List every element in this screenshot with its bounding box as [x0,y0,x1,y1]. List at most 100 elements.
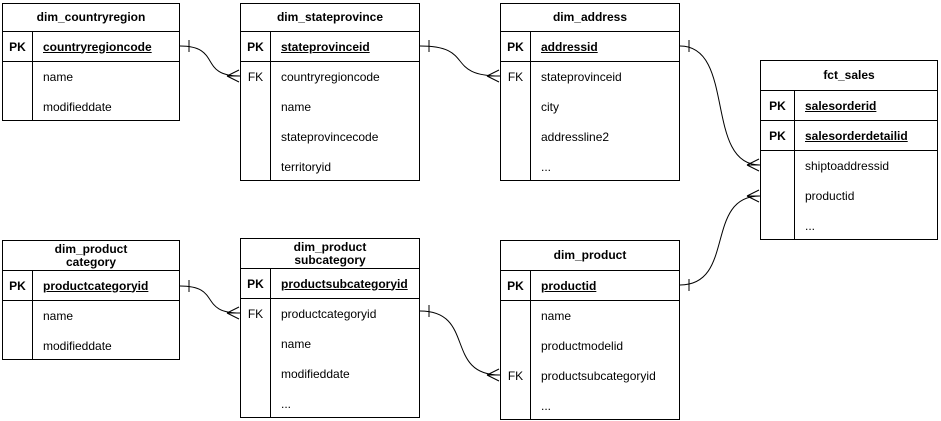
key-label: PK [761,91,795,120]
column-name: productid [541,278,597,293]
attribute-row[interactable]: stateprovincecode [241,122,419,152]
primary-key-row[interactable]: PK addressid [501,32,679,62]
relationship-line [179,45,241,77]
attribute-row[interactable]: FK productcategoryid [241,299,419,329]
column-name: territoryid [281,160,332,174]
attribute-row[interactable]: name [241,329,419,359]
key-label [3,92,33,120]
relationship-dim_stateprovince-dim_address[interactable] [419,40,501,83]
cardinality-many-crowfoot [746,164,760,172]
attribute-row[interactable]: ... [241,389,419,417]
key-label [241,329,271,359]
attribute-row[interactable]: ... [761,211,937,239]
key-label: PK [501,32,531,61]
table-title-line: dim_product [54,241,128,256]
relationship-line [179,285,241,314]
relationship-dim_product_category-dim_product_subcategory[interactable] [179,280,241,320]
table-title-line: dim_product [553,248,627,262]
cardinality-many-crowfoot [746,158,760,166]
attribute-row[interactable]: city [501,92,679,122]
column-name: name [281,100,312,114]
attribute-row[interactable]: name [3,62,179,92]
attribute-row[interactable]: name [241,92,419,122]
key-label: FK [501,361,531,391]
attributes-section: name modifieddate [3,62,179,120]
attribute-row[interactable]: productid [761,181,937,211]
relationship-dim_product_subcategory-dim_product[interactable] [419,305,501,382]
primary-key-row[interactable]: PK salesorderid [761,91,937,121]
cardinality-many-crowfoot [486,368,500,376]
column-name: name [541,309,572,323]
cardinality-many-crowfoot [226,312,240,320]
column-name: salesorderid [805,98,877,113]
cardinality-many-crowfoot [486,374,500,382]
attribute-row[interactable]: shiptoaddressid [761,151,937,181]
key-label [501,331,531,361]
column-name: stateprovinceid [541,70,622,84]
column-name: productcategoryid [281,307,377,321]
key-label: PK [241,269,271,298]
attribute-row[interactable]: modifieddate [3,331,179,359]
attribute-row[interactable]: territoryid [241,152,419,180]
table-title-line: dim_product [293,239,367,254]
table-title-line: fct_sales [823,68,875,82]
column-name: modifieddate [43,100,112,114]
cardinality-many-crowfoot [226,306,240,314]
column-name: addressline2 [541,130,610,144]
cardinality-many-crowfoot [746,195,760,203]
key-label: FK [241,299,271,329]
key-label [3,62,33,92]
attribute-row[interactable]: modifieddate [3,92,179,120]
relationship-dim_countryregion-dim_stateprovince[interactable] [179,40,241,83]
key-label: PK [3,271,33,300]
table-title: fct_sales [761,61,937,91]
attribute-row[interactable]: productmodelid [501,331,679,361]
key-label [761,181,795,211]
table-title: dim_stateprovince [241,4,419,32]
attribute-row[interactable]: name [3,301,179,331]
column-name: productmodelid [541,339,624,353]
relationship-dim_address-fct_sales[interactable] [679,40,761,172]
column-name: stateprovincecode [281,130,379,144]
key-label [3,331,33,359]
key-label [3,301,33,331]
attribute-row[interactable]: ... [501,391,679,419]
table-title-line: dim_address [552,10,628,24]
key-label [241,122,271,152]
attribute-row[interactable]: name [501,301,679,331]
attribute-row[interactable]: modifieddate [241,359,419,389]
column-name: productsubcategoryid [281,276,408,291]
primary-key-row[interactable]: PK productsubcategoryid [241,269,419,299]
key-label: PK [3,32,33,61]
key-label [501,92,531,122]
table-title-line: category [65,254,117,269]
table-title-line: subcategory [294,252,366,267]
cardinality-many-crowfoot [746,189,760,197]
column-name: ... [805,219,816,233]
cardinality-many-crowfoot [226,75,240,83]
column-name: addressid [541,39,598,54]
attribute-row[interactable]: addressline2 [501,122,679,152]
relationship-dim_product-fct_sales[interactable] [679,189,761,291]
table-title: dim_product [501,241,679,271]
key-label [241,359,271,389]
attribute-row[interactable]: ... [501,152,679,180]
